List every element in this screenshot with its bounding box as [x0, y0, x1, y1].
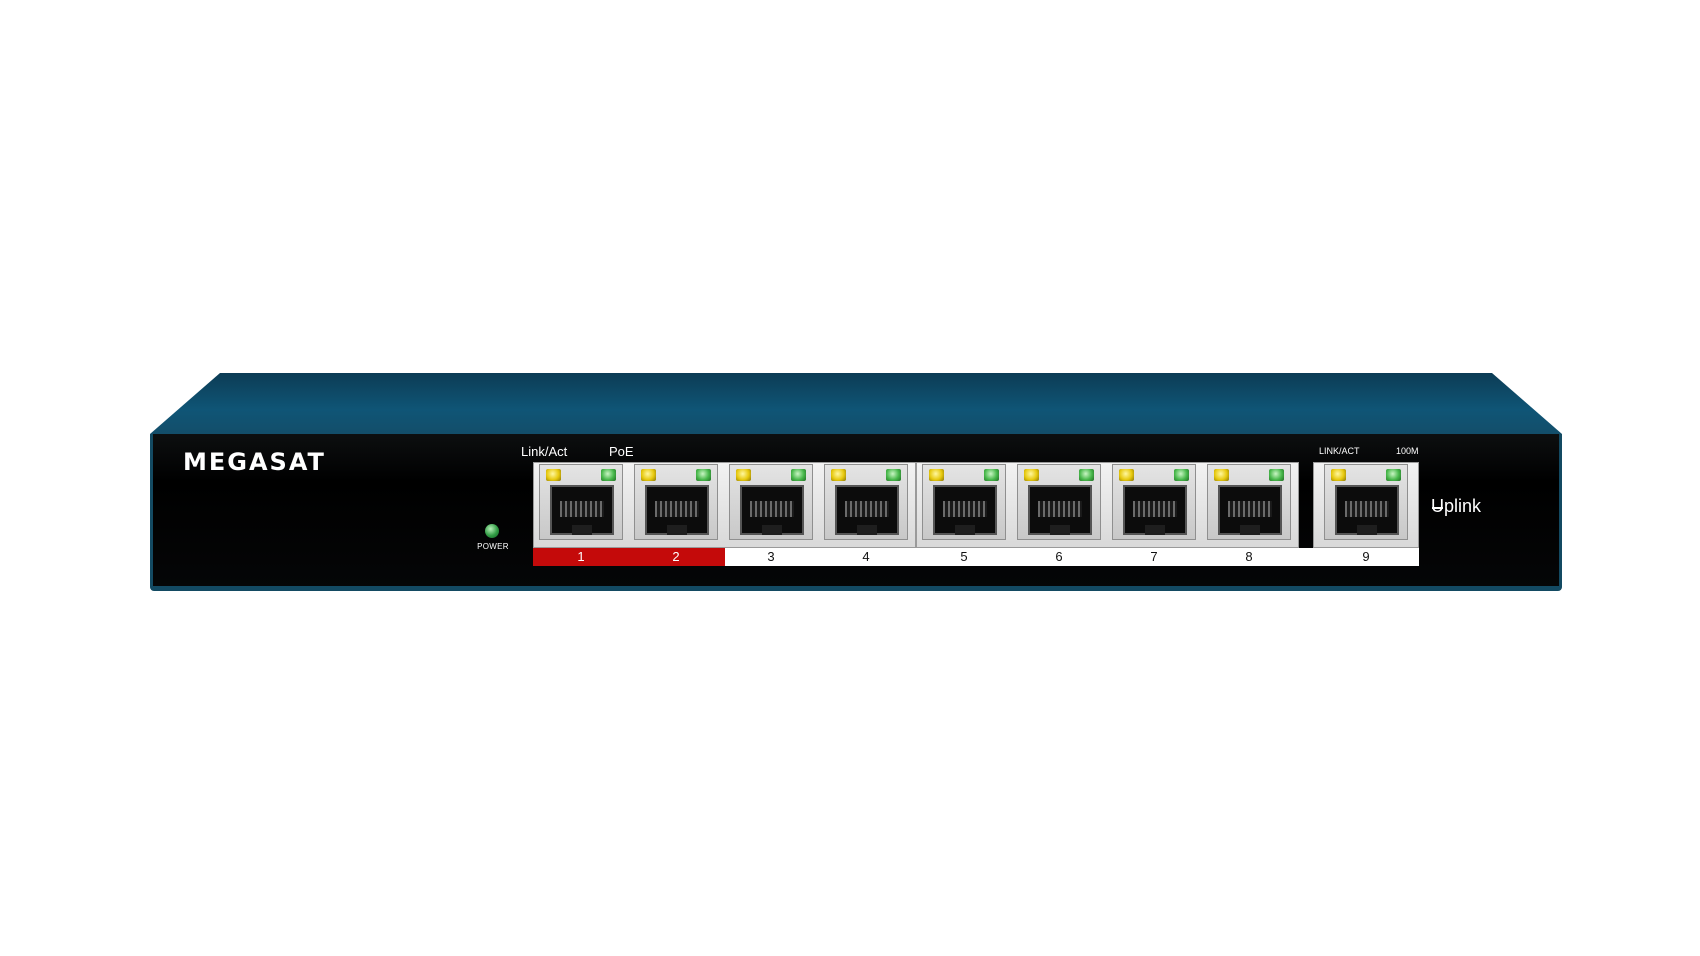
brand-logo: MEGASAT — [183, 448, 326, 476]
port-number-strip — [533, 548, 1419, 566]
ethernet-port-6[interactable] — [1013, 462, 1105, 542]
port-number-2: 2 — [672, 549, 680, 564]
poe-led-icon — [601, 469, 616, 481]
poe-label: PoE — [609, 444, 634, 459]
link-act-led-icon — [641, 469, 656, 481]
jack-pins — [655, 501, 699, 517]
rj45-jack-icon — [740, 485, 804, 535]
port-housing — [1112, 464, 1196, 540]
port-number-5: 5 — [960, 549, 968, 564]
port-number-8: 8 — [1245, 549, 1253, 564]
jack-latch — [1145, 525, 1165, 535]
chassis-bottom-edge — [150, 586, 1562, 591]
uplink-link-act-label: LINK/ACT — [1319, 446, 1360, 456]
ethernet-port-9-uplink[interactable] — [1320, 462, 1412, 542]
jack-latch — [955, 525, 975, 535]
link-act-led-icon — [736, 469, 751, 481]
rj45-jack-icon — [835, 485, 899, 535]
jack-pins — [750, 501, 794, 517]
ethernet-port-1[interactable] — [535, 462, 627, 542]
jack-latch — [572, 525, 592, 535]
jack-latch — [857, 525, 877, 535]
jack-pins — [1038, 501, 1082, 517]
poe-led-icon — [886, 469, 901, 481]
jack-latch — [667, 525, 687, 535]
ethernet-port-7[interactable] — [1108, 462, 1200, 542]
link-act-led-icon — [831, 469, 846, 481]
jack-pins — [1133, 501, 1177, 517]
link-act-led-icon — [546, 469, 561, 481]
power-led-icon — [485, 524, 499, 538]
port-housing — [729, 464, 813, 540]
poe-led-icon — [984, 469, 999, 481]
jack-pins — [845, 501, 889, 517]
uplink-speed-label: 100M — [1396, 446, 1419, 456]
port-number-4: 4 — [862, 549, 870, 564]
poe-led-icon — [791, 469, 806, 481]
jack-latch — [1240, 525, 1260, 535]
port-housing — [824, 464, 908, 540]
rj45-jack-icon — [550, 485, 614, 535]
link-act-led-icon — [1024, 469, 1039, 481]
switch-top-lid — [150, 373, 1562, 434]
rj45-jack-icon — [645, 485, 709, 535]
link-act-led-icon — [1331, 469, 1346, 481]
jack-pins — [560, 501, 604, 517]
jack-pins — [943, 501, 987, 517]
link-act-led-icon — [1214, 469, 1229, 481]
ethernet-port-5[interactable] — [918, 462, 1010, 542]
link-act-led-icon — [1119, 469, 1134, 481]
port-housing — [1017, 464, 1101, 540]
poe-led-icon — [1174, 469, 1189, 481]
jack-pins — [1228, 501, 1272, 517]
port-number-3: 3 — [767, 549, 775, 564]
rj45-jack-icon — [1123, 485, 1187, 535]
rj45-jack-icon — [1218, 485, 1282, 535]
port-housing — [634, 464, 718, 540]
poe-led-icon — [1269, 469, 1284, 481]
jack-latch — [1050, 525, 1070, 535]
uplink-label: Uplink — [1431, 496, 1482, 516]
port-housing — [1324, 464, 1408, 540]
jack-latch — [762, 525, 782, 535]
power-label: POWER — [477, 542, 509, 551]
ethernet-port-2[interactable] — [630, 462, 722, 542]
port-number-9: 9 — [1362, 549, 1370, 564]
port-number-1: 1 — [577, 549, 585, 564]
network-switch: MEGASAT POWER Link/Act PoE LINK/ACT 100M — [150, 372, 1562, 594]
port-number-7: 7 — [1150, 549, 1158, 564]
uplink-dash — [1432, 507, 1443, 509]
port-housing — [922, 464, 1006, 540]
rj45-jack-icon — [1335, 485, 1399, 535]
ethernet-port-3[interactable] — [725, 462, 817, 542]
poe-highlight-strip — [533, 548, 725, 566]
ethernet-port-8[interactable] — [1203, 462, 1295, 542]
jack-latch — [1357, 525, 1377, 535]
poe-led-icon — [696, 469, 711, 481]
link-act-led-icon — [929, 469, 944, 481]
port-number-6: 6 — [1055, 549, 1063, 564]
port-housing — [1207, 464, 1291, 540]
poe-led-icon — [1079, 469, 1094, 481]
link-act-label: Link/Act — [521, 444, 568, 459]
jack-pins — [1345, 501, 1389, 517]
rj45-jack-icon — [1028, 485, 1092, 535]
rj45-jack-icon — [933, 485, 997, 535]
front-panel: MEGASAT POWER Link/Act PoE LINK/ACT 100M — [150, 434, 1562, 590]
port-housing — [539, 464, 623, 540]
speed-led-icon — [1386, 469, 1401, 481]
ethernet-port-4[interactable] — [820, 462, 912, 542]
